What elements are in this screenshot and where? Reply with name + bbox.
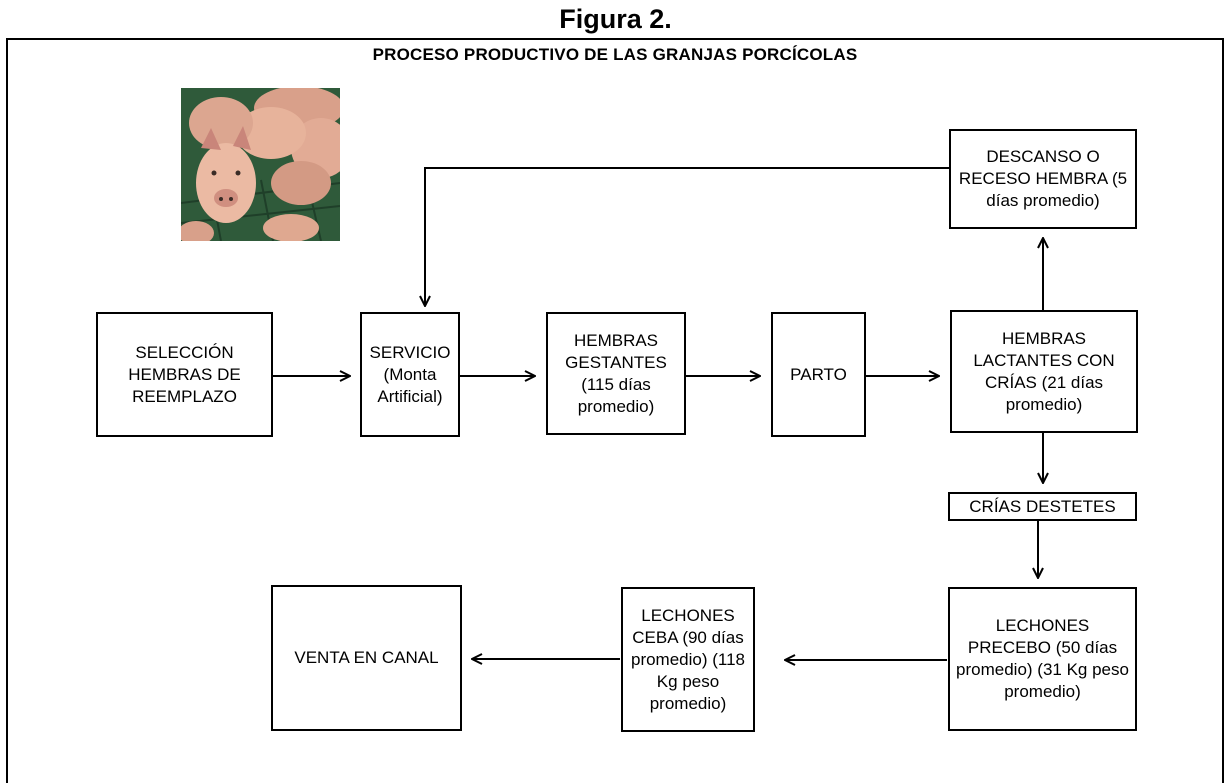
node-descanso-label: DESCANSO O RECESO HEMBRA (5 días promedi…	[958, 147, 1128, 210]
pigs-photo	[181, 88, 340, 241]
node-precebo: LECHONES PRECEBO (50 días promedio) (31 …	[948, 587, 1137, 731]
figure-label: Figura 2.	[559, 4, 672, 34]
node-gestantes-label: HEMBRAS GESTANTES (115 días promedio)	[565, 330, 667, 416]
node-servicio-label: SERVICIO (Monta Artificial)	[369, 342, 451, 406]
node-seleccion-label: SELECCIÓN HEMBRAS DE REEMPLAZO	[128, 342, 241, 406]
node-descanso: DESCANSO O RECESO HEMBRA (5 días promedi…	[949, 129, 1137, 229]
node-servicio: SERVICIO (Monta Artificial)	[360, 312, 460, 437]
diagram-frame: PROCESO PRODUCTIVO DE LAS GRANJAS PORCÍC…	[6, 38, 1224, 783]
node-parto-label: PARTO	[790, 364, 847, 384]
node-lactantes: HEMBRAS LACTANTES CON CRÍAS (21 días pro…	[950, 310, 1138, 433]
node-precebo-label: LECHONES PRECEBO (50 días promedio) (31 …	[956, 616, 1129, 701]
node-venta-label: VENTA EN CANAL	[294, 648, 439, 667]
node-lactantes-label: HEMBRAS LACTANTES CON CRÍAS (21 días pro…	[973, 328, 1115, 414]
node-ceba-label: LECHONES CEBA (90 días promedio) (118 Kg…	[630, 605, 746, 713]
node-destetes: CRÍAS DESTETES	[948, 492, 1137, 521]
pigs-photo-icon	[181, 88, 340, 241]
node-venta: VENTA EN CANAL	[271, 585, 462, 731]
node-parto: PARTO	[771, 312, 866, 437]
node-seleccion: SELECCIÓN HEMBRAS DE REEMPLAZO	[96, 312, 273, 437]
node-destetes-label: CRÍAS DESTETES	[969, 496, 1116, 516]
node-ceba: LECHONES CEBA (90 días promedio) (118 Kg…	[621, 587, 755, 732]
diagram-title: PROCESO PRODUCTIVO DE LAS GRANJAS PORCÍC…	[372, 45, 858, 64]
node-gestantes: HEMBRAS GESTANTES (115 días promedio)	[546, 312, 686, 435]
